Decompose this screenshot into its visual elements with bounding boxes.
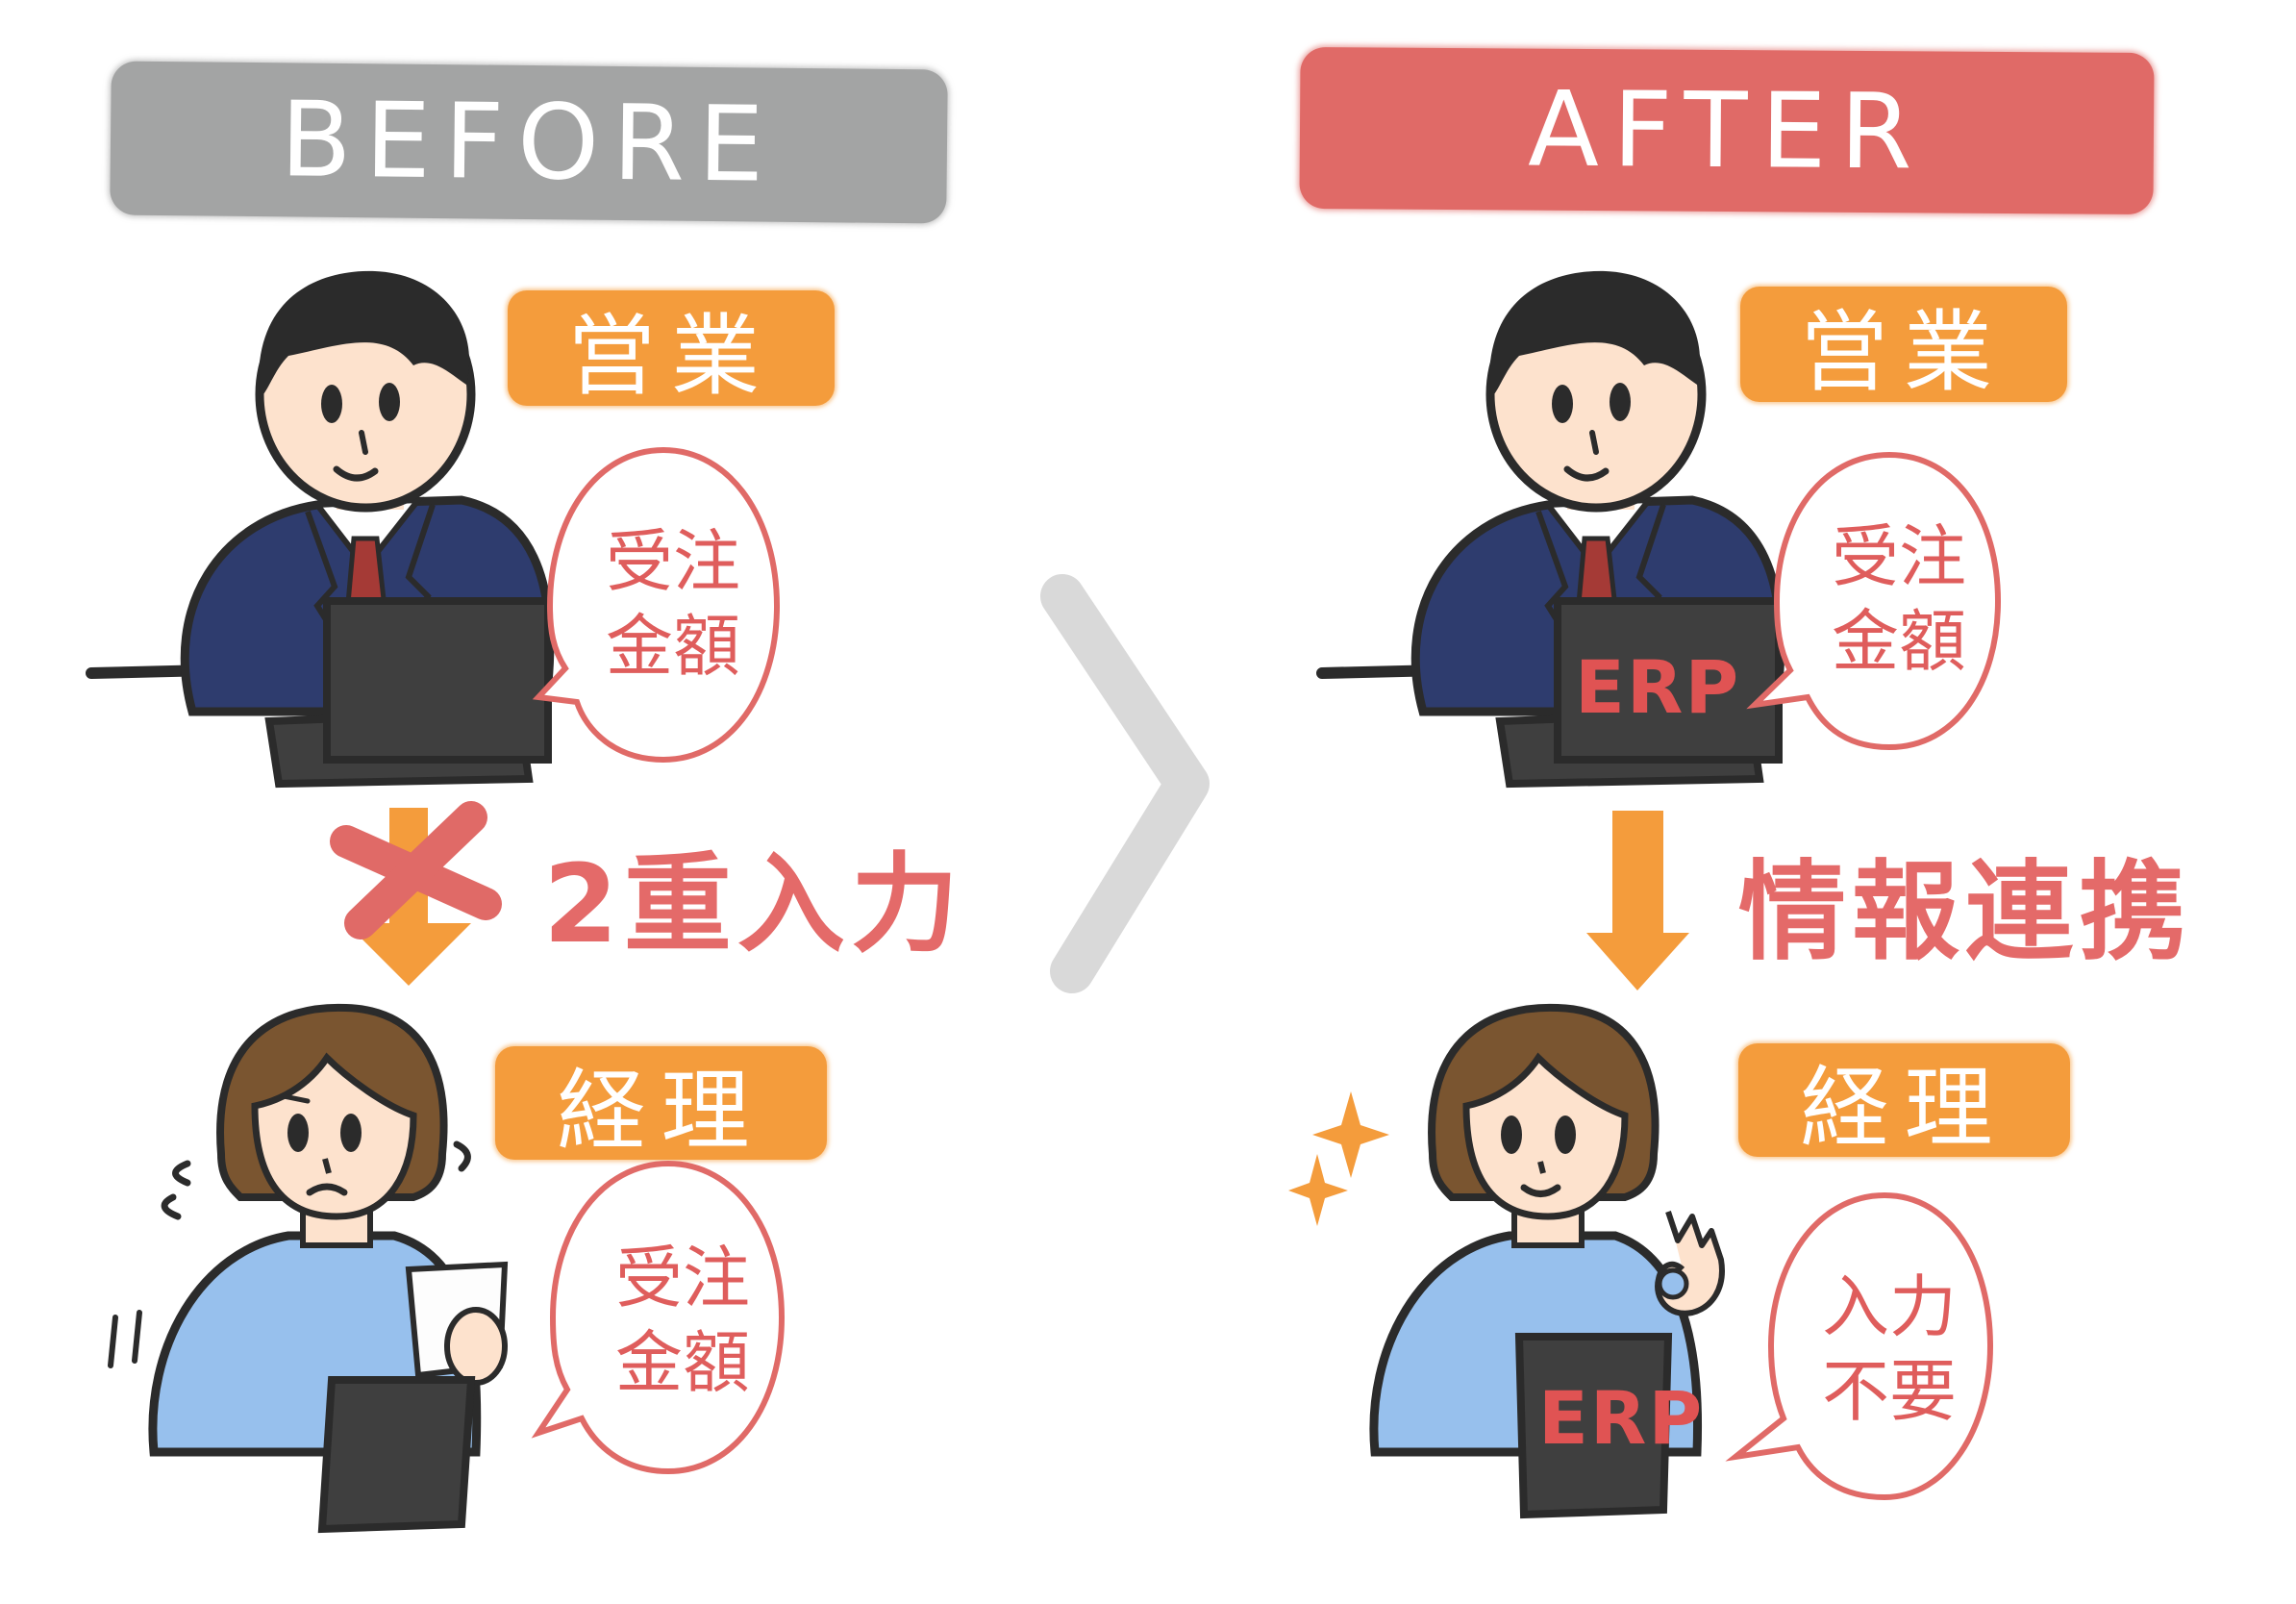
speech-bubble-icon [532,446,781,764]
sales-person-illustration-before [86,270,555,789]
after-title: AFTER [1527,69,1927,192]
speech-bubble-icon [1746,451,2002,751]
info-link-label: 情報連携 [1738,850,2192,975]
speech-bubble-text: 受注 金額 [1832,517,1966,681]
accounting-role-label-after: 経理 [1738,1043,2070,1160]
speech-bubble-text: 受注 金額 [615,1239,750,1402]
crossed-out-down-arrow-icon [330,801,502,986]
accounting-role-text: 経理 [1800,1056,2009,1160]
erp-laptop-label: ERP [1538,1375,1705,1461]
double-entry-label: 2重入力 [543,842,964,967]
sales-role-label-after: 営業 [1740,287,2067,404]
accounting-person-illustration-before [108,1003,509,1534]
before-banner: BEFORE [110,61,948,224]
speech-bubble-icon [531,1160,786,1475]
sales-role-text: 営業 [566,304,775,408]
sales-role-text: 営業 [1799,300,2008,404]
speech-bubble-text: 受注 金額 [606,522,740,686]
accounting-role-text: 経理 [557,1059,765,1163]
sales-person-illustration-after [1316,270,1785,789]
erp-laptop-label: ERP [1575,644,1741,730]
down-arrow-icon [1586,811,1689,990]
after-banner: AFTER [1299,46,2155,215]
speech-bubble-icon [1725,1191,1994,1501]
accounting-role-label-before: 経理 [495,1046,827,1163]
accounting-person-illustration-after [1288,1003,1725,1519]
before-title: BEFORE [279,79,779,206]
speech-bubble-text: 入力 不要 [1822,1267,1957,1431]
sales-role-label-before: 営業 [508,290,835,408]
chevron-right-icon [1040,574,1210,993]
